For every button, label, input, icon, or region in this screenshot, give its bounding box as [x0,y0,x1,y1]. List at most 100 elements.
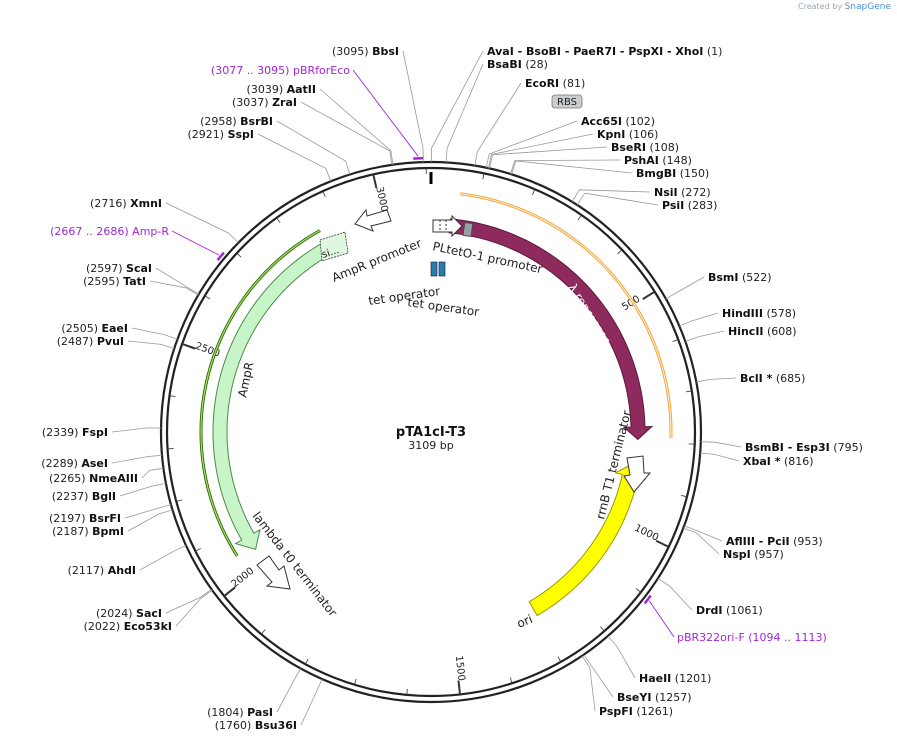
rrnb-terminator-arrow[interactable] [623,455,652,493]
site-leader-line [700,452,740,462]
restriction-site-label[interactable]: (2197) BsrFI [49,512,121,525]
restriction-site-label[interactable]: (1804) PasI [207,706,273,719]
restriction-site-label[interactable]: BsmI (522) [708,271,772,284]
restriction-site-label[interactable]: (2117) AhdI [68,564,136,577]
restriction-site-label[interactable]: HincII (608) [728,325,797,338]
restriction-site-label[interactable]: PspFI (1261) [599,705,673,718]
primer-label[interactable]: pBR322ori-F (1094 .. 1113) [677,631,827,644]
restriction-site-label[interactable]: (2024) SacI [96,607,162,620]
site-leader-line [489,146,608,169]
site-leader-line [165,202,239,244]
site-leader-line [511,160,633,175]
site-enzyme-name: BsmI [708,271,739,284]
restriction-site-label[interactable]: HaeII (1201) [639,672,711,685]
site-enzyme-name: AhdI [108,564,136,577]
primer-label[interactable]: (3077 .. 3095) pBRforEco [211,64,350,77]
restriction-site-label[interactable]: PshAI (148) [624,154,692,167]
restriction-site-label[interactable]: PsiI (283) [662,199,717,212]
restriction-site-label[interactable]: (2597) ScaI [86,262,152,275]
restriction-site-label[interactable]: (2022) Eco53kI [84,620,172,633]
tick-mark [681,494,688,498]
restriction-site-label[interactable]: BsaBI (28) [487,58,548,71]
restriction-site-label[interactable]: XbaI * (816) [743,455,814,468]
ori-arrow[interactable] [528,463,647,617]
restriction-site-label[interactable]: EcoRI (81) [525,77,585,90]
rbs-box[interactable] [462,222,474,237]
tick-label: 3000 [373,186,389,213]
restriction-site-label[interactable]: (2716) XmnI [90,197,162,210]
restriction-site-label[interactable]: (2487) PvuI [57,335,124,348]
site-leader-lines [111,50,742,726]
restriction-site-label[interactable]: NsiI (272) [654,186,711,199]
restriction-site-label[interactable]: (2921) SspI [187,128,254,141]
site-position: (2024) [96,607,136,620]
site-position: (816) [780,455,813,468]
tick-mark [509,677,513,684]
primer-label[interactable]: (2667 .. 2686) Amp-R [50,225,169,238]
restriction-site-label[interactable]: BseYI (1257) [617,691,692,704]
restriction-site-label[interactable]: BclI * (685) [740,372,805,385]
restriction-site-label[interactable]: DrdI (1061) [696,604,763,617]
site-position: (283) [684,199,717,212]
restriction-site-label[interactable]: BmgBI (150) [636,167,709,180]
site-position: (578) [763,307,796,320]
site-leader-line [127,509,173,532]
restriction-site-label[interactable]: (2339) FspI [42,426,108,439]
site-enzyme-name: KpnI [597,128,625,141]
tick-mark [635,588,642,593]
tick-mark [372,174,378,189]
site-enzyme-name: ZraI [272,96,297,109]
lambda-t0-terminator-arrow[interactable] [256,555,291,590]
site-enzyme-name: PvuI [97,335,124,348]
primer-mark[interactable] [643,594,652,605]
tick-mark [642,290,656,300]
site-enzyme-name: BbsI [372,45,399,58]
restriction-site-label[interactable]: (1760) Bsu36I [215,719,297,732]
site-position: (102) [622,115,655,128]
site-position: (2339) [42,426,82,439]
tick-mark [354,678,357,685]
restriction-site-label[interactable]: (2237) BglI [52,490,116,503]
restriction-site-label[interactable]: NspI (957) [723,548,784,561]
restriction-site-label[interactable]: BsmBI - Esp3I (795) [745,441,863,454]
site-enzyme-name: XmnI [130,197,162,210]
tet-operator-label-2: tet operator [407,295,481,319]
site-leader-line [119,482,167,497]
primer-marks [171,69,675,638]
ampr-promoter-arrow[interactable] [354,208,392,232]
site-enzyme-name: NmeAIII [89,472,138,485]
site-position: (2022) [84,620,124,633]
site-leader-line [139,545,187,571]
site-position: (1061) [723,604,763,617]
restriction-site-label[interactable]: Acc65I (102) [581,115,655,128]
site-leader-line [445,63,484,163]
tick-mark [195,548,201,552]
restriction-site-label[interactable]: (2187) BpmI [52,525,124,538]
restriction-site-label[interactable]: (3095) BbsI [332,45,399,58]
signal-peptide-box[interactable] [319,231,349,262]
tick-mark [482,173,485,180]
primer-mark[interactable] [216,251,225,262]
site-position: (685) [772,372,805,385]
restriction-site-label[interactable]: (2289) AseI [41,457,108,470]
restriction-site-label[interactable]: (2958) BsrBI [200,115,273,128]
restriction-site-label[interactable]: (3037) ZraI [232,96,297,109]
restriction-site-label[interactable]: (3039) AatII [247,83,316,96]
restriction-site-label[interactable]: AvaI - BsoBI - PaeR7I - PspXI - XhoI (1) [487,45,722,58]
site-leader-line [583,654,614,698]
restriction-site-label[interactable]: AflIII - PciI (953) [726,535,823,548]
site-enzyme-name: BsmBI - Esp3I [745,441,830,454]
site-leader-line [607,635,636,679]
tet-operator-box[interactable] [430,261,438,277]
restriction-site-label[interactable]: (2505) EaeI [61,322,128,335]
restriction-site-label[interactable]: (2265) NmeAIII [49,472,138,485]
lambda-repressor-arrow[interactable] [448,218,654,441]
restriction-site-label[interactable]: BseRI (108) [611,141,679,154]
restriction-site-label[interactable]: KpnI (106) [597,128,658,141]
site-position: (2289) [41,457,81,470]
restriction-site-label[interactable]: (2595) TatI [83,275,146,288]
tet-operator-box[interactable] [438,261,446,277]
restriction-site-label[interactable]: HindIII (578) [722,307,796,320]
ampr-arrow[interactable] [212,236,341,550]
ampr-label: AmpR [235,361,256,399]
